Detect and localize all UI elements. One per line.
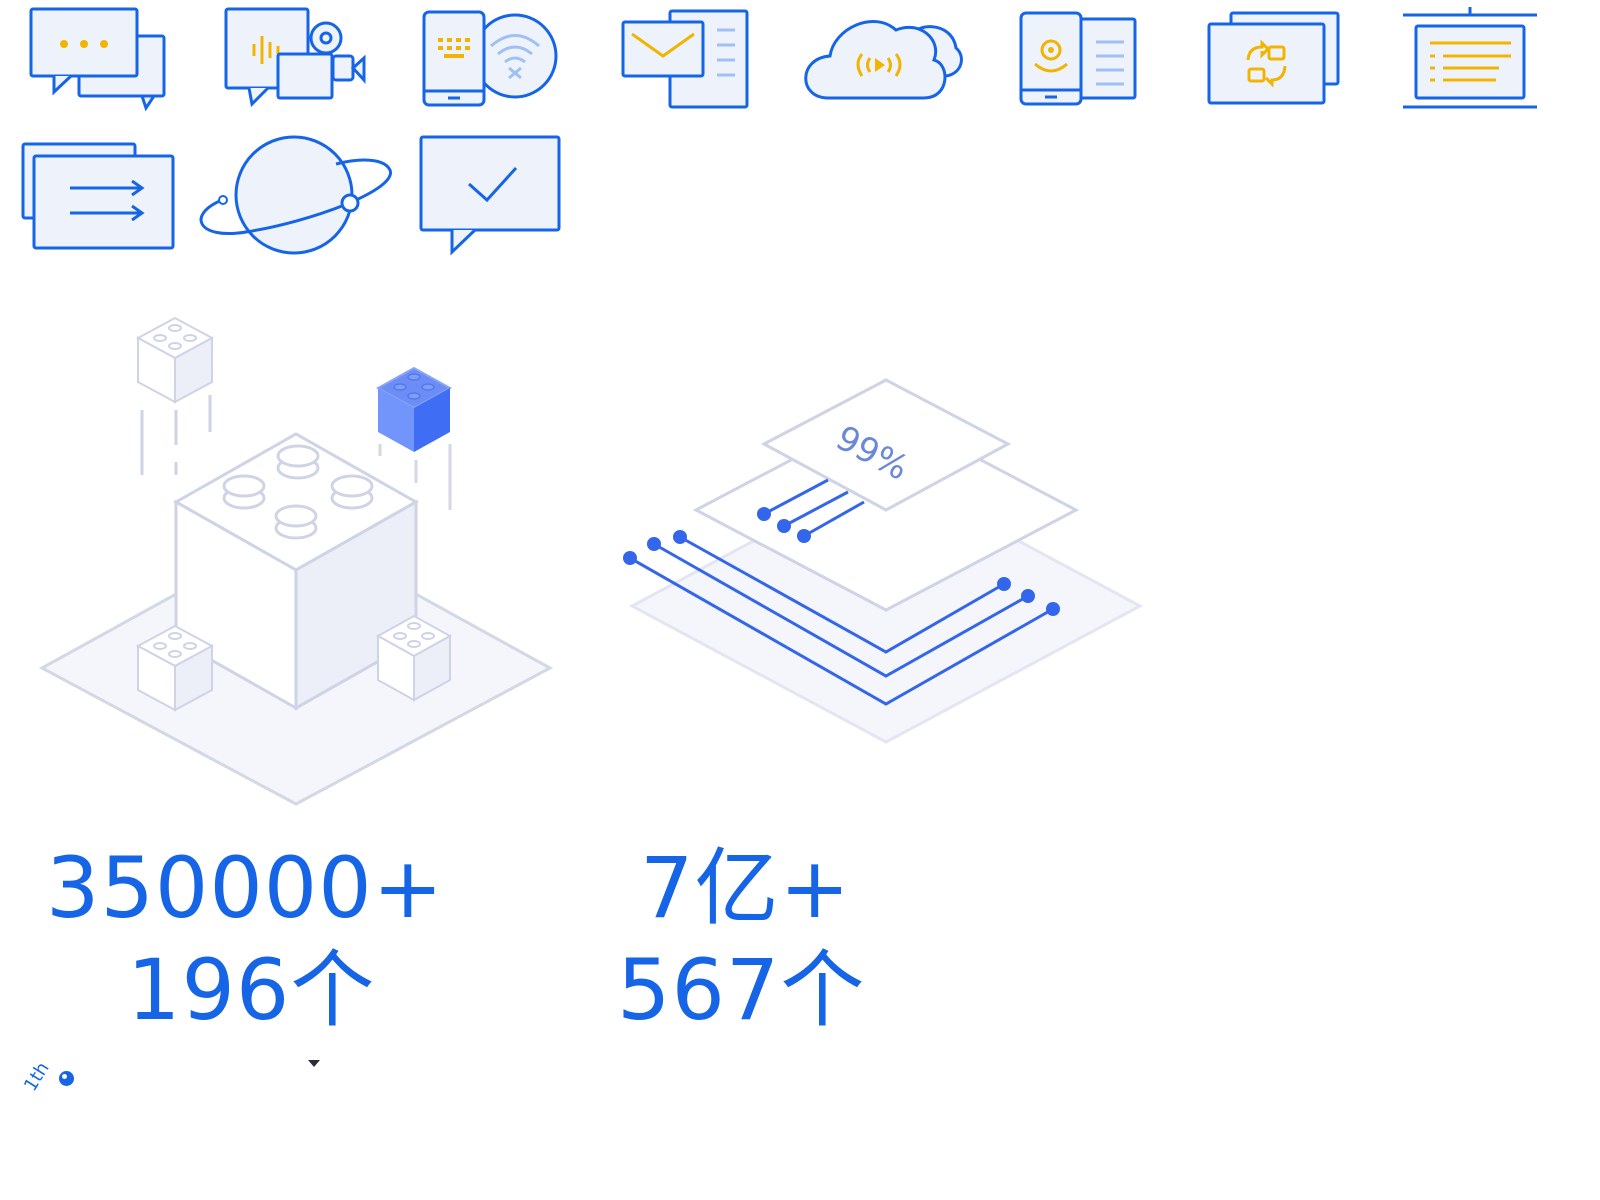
window-sync-icon: [1207, 11, 1340, 105]
small-lego-bottom-right: [375, 614, 453, 702]
window-transfer-icon: [21, 142, 175, 250]
rank-badge-text: 1th: [20, 1058, 54, 1096]
cloud-broadcast-icon: [804, 20, 963, 100]
message-check-icon: [419, 135, 561, 256]
lego-blocks-illustration: [38, 316, 1144, 806]
rank-dot-icon: [59, 1071, 74, 1086]
small-lego-top-left: [135, 316, 215, 475]
stat-left-primary: 350000+: [46, 839, 445, 937]
rank-badge: 1th: [20, 1056, 90, 1126]
mobile-camera-document-icon: [1019, 11, 1137, 106]
mobile-wifi-icon: [422, 10, 558, 107]
stat-left-secondary: 196个: [127, 941, 376, 1039]
mail-document-icon: [621, 9, 749, 109]
layers-illustration: [623, 378, 1144, 744]
icon-gallery: .stroke-blue { stroke: #1565e6; stroke-w…: [21, 7, 1537, 256]
stat-right-primary: 7亿+: [640, 839, 851, 937]
planet-icon: [199, 135, 392, 255]
chat-bubbles-icon: [29, 7, 166, 112]
small-lego-blue: [375, 366, 453, 510]
caret-down-icon: [308, 1060, 320, 1067]
voice-video-icon: [224, 7, 366, 108]
stat-right-secondary: 567个: [617, 941, 866, 1039]
small-lego-bottom-left: [135, 624, 215, 712]
presentation-board-icon: [1403, 7, 1537, 109]
